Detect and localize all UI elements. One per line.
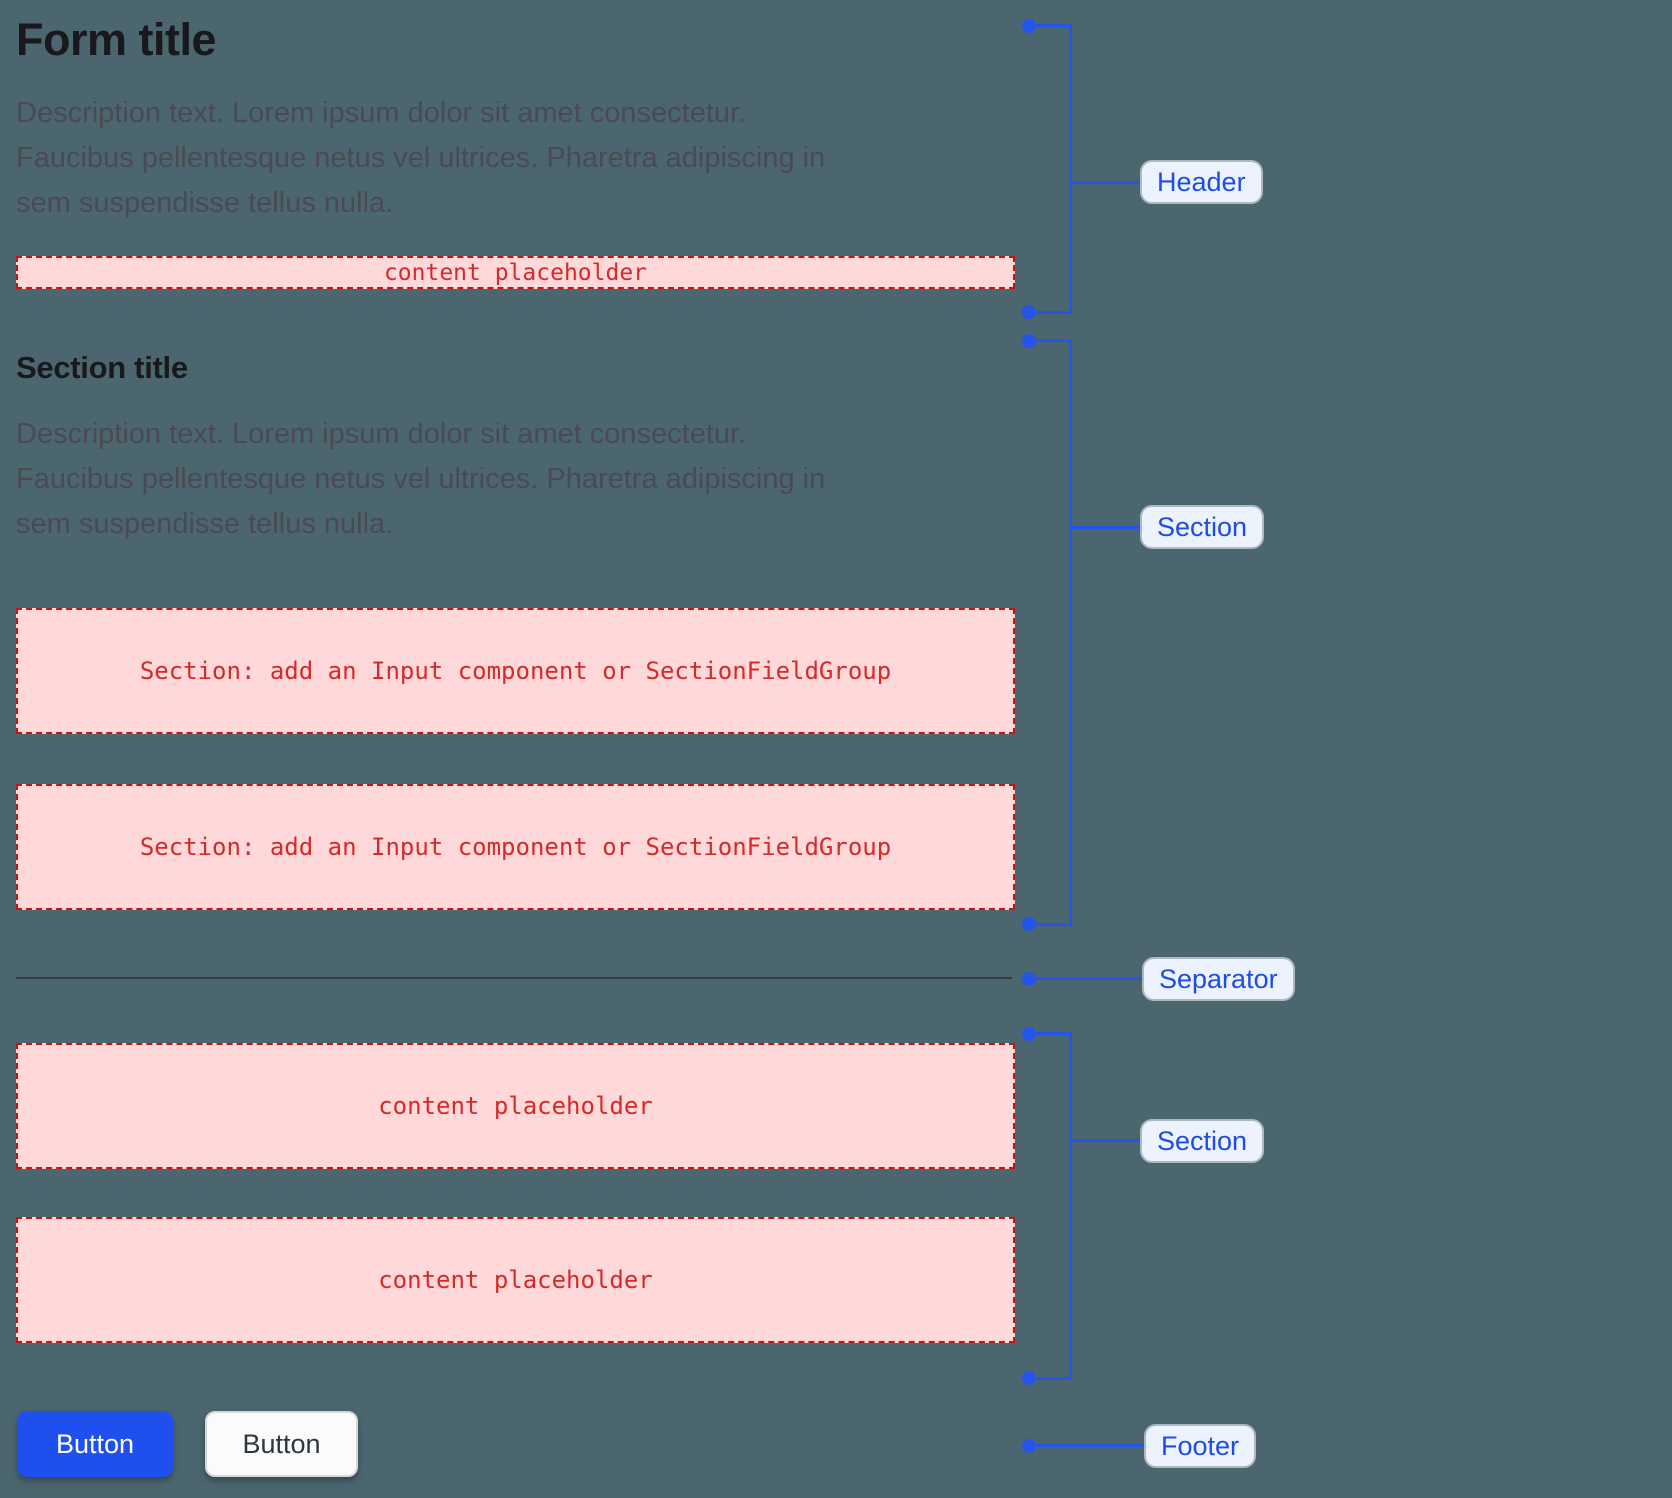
section1-bracket-top-stub [1029, 339, 1072, 342]
section2-bracket-bottom-dot [1022, 1371, 1036, 1385]
header-bracket-bottom-stub [1029, 311, 1072, 314]
section2-annotation-label: Section [1142, 1121, 1263, 1161]
section1-bracket-bottom-stub [1029, 923, 1072, 926]
section2-label-connector [1072, 1139, 1142, 1142]
form-title: Form title [16, 14, 217, 65]
section2-bracket-bottom-stub [1029, 1377, 1072, 1380]
placeholder-text: content placeholder [378, 1092, 653, 1120]
section2-placeholder-2: content placeholder [16, 1217, 1015, 1343]
section2-placeholder-1: content placeholder [16, 1043, 1015, 1169]
placeholder-text: Section: add an Input component or Secti… [139, 657, 892, 685]
section1-label-connector [1072, 526, 1142, 529]
section1-annotation-label: Section [1142, 507, 1263, 547]
header-annotation-label: Header [1142, 162, 1261, 202]
header-bracket-bottom-dot [1022, 305, 1036, 319]
header-bracket-vline [1069, 24, 1072, 314]
header-bracket-top-stub [1029, 24, 1072, 27]
secondary-button[interactable]: Button [205, 1411, 358, 1477]
separator-annotation-label: Separator [1144, 959, 1293, 999]
section1-placeholder-2: Section: add an Input component or Secti… [16, 784, 1015, 910]
section2-bracket-top-stub [1029, 1032, 1072, 1035]
form-description: Description text. Lorem ipsum dolor sit … [16, 97, 826, 219]
placeholder-text: content placeholder [378, 1266, 653, 1294]
section1-placeholder-1: Section: add an Input component or Secti… [16, 608, 1015, 734]
separator-label-connector [1029, 977, 1144, 980]
header-label-connector [1072, 181, 1142, 184]
section1-bracket-vline [1069, 339, 1072, 927]
footer-annotation-label: Footer [1146, 1426, 1255, 1466]
section2-bracket-vline [1069, 1032, 1072, 1380]
placeholder-text: Section: add an Input component or Secti… [139, 833, 892, 861]
section-description: Description text. Lorem ipsum dolor sit … [16, 418, 826, 540]
footer-label-connector [1029, 1444, 1146, 1447]
primary-button[interactable]: Button [17, 1411, 173, 1477]
section1-bracket-bottom-dot [1022, 917, 1036, 931]
section-title: Section title [16, 350, 188, 385]
header-content-placeholder: content placeholder [16, 256, 1015, 289]
separator-line [16, 977, 1012, 979]
placeholder-text: content placeholder [383, 259, 648, 286]
